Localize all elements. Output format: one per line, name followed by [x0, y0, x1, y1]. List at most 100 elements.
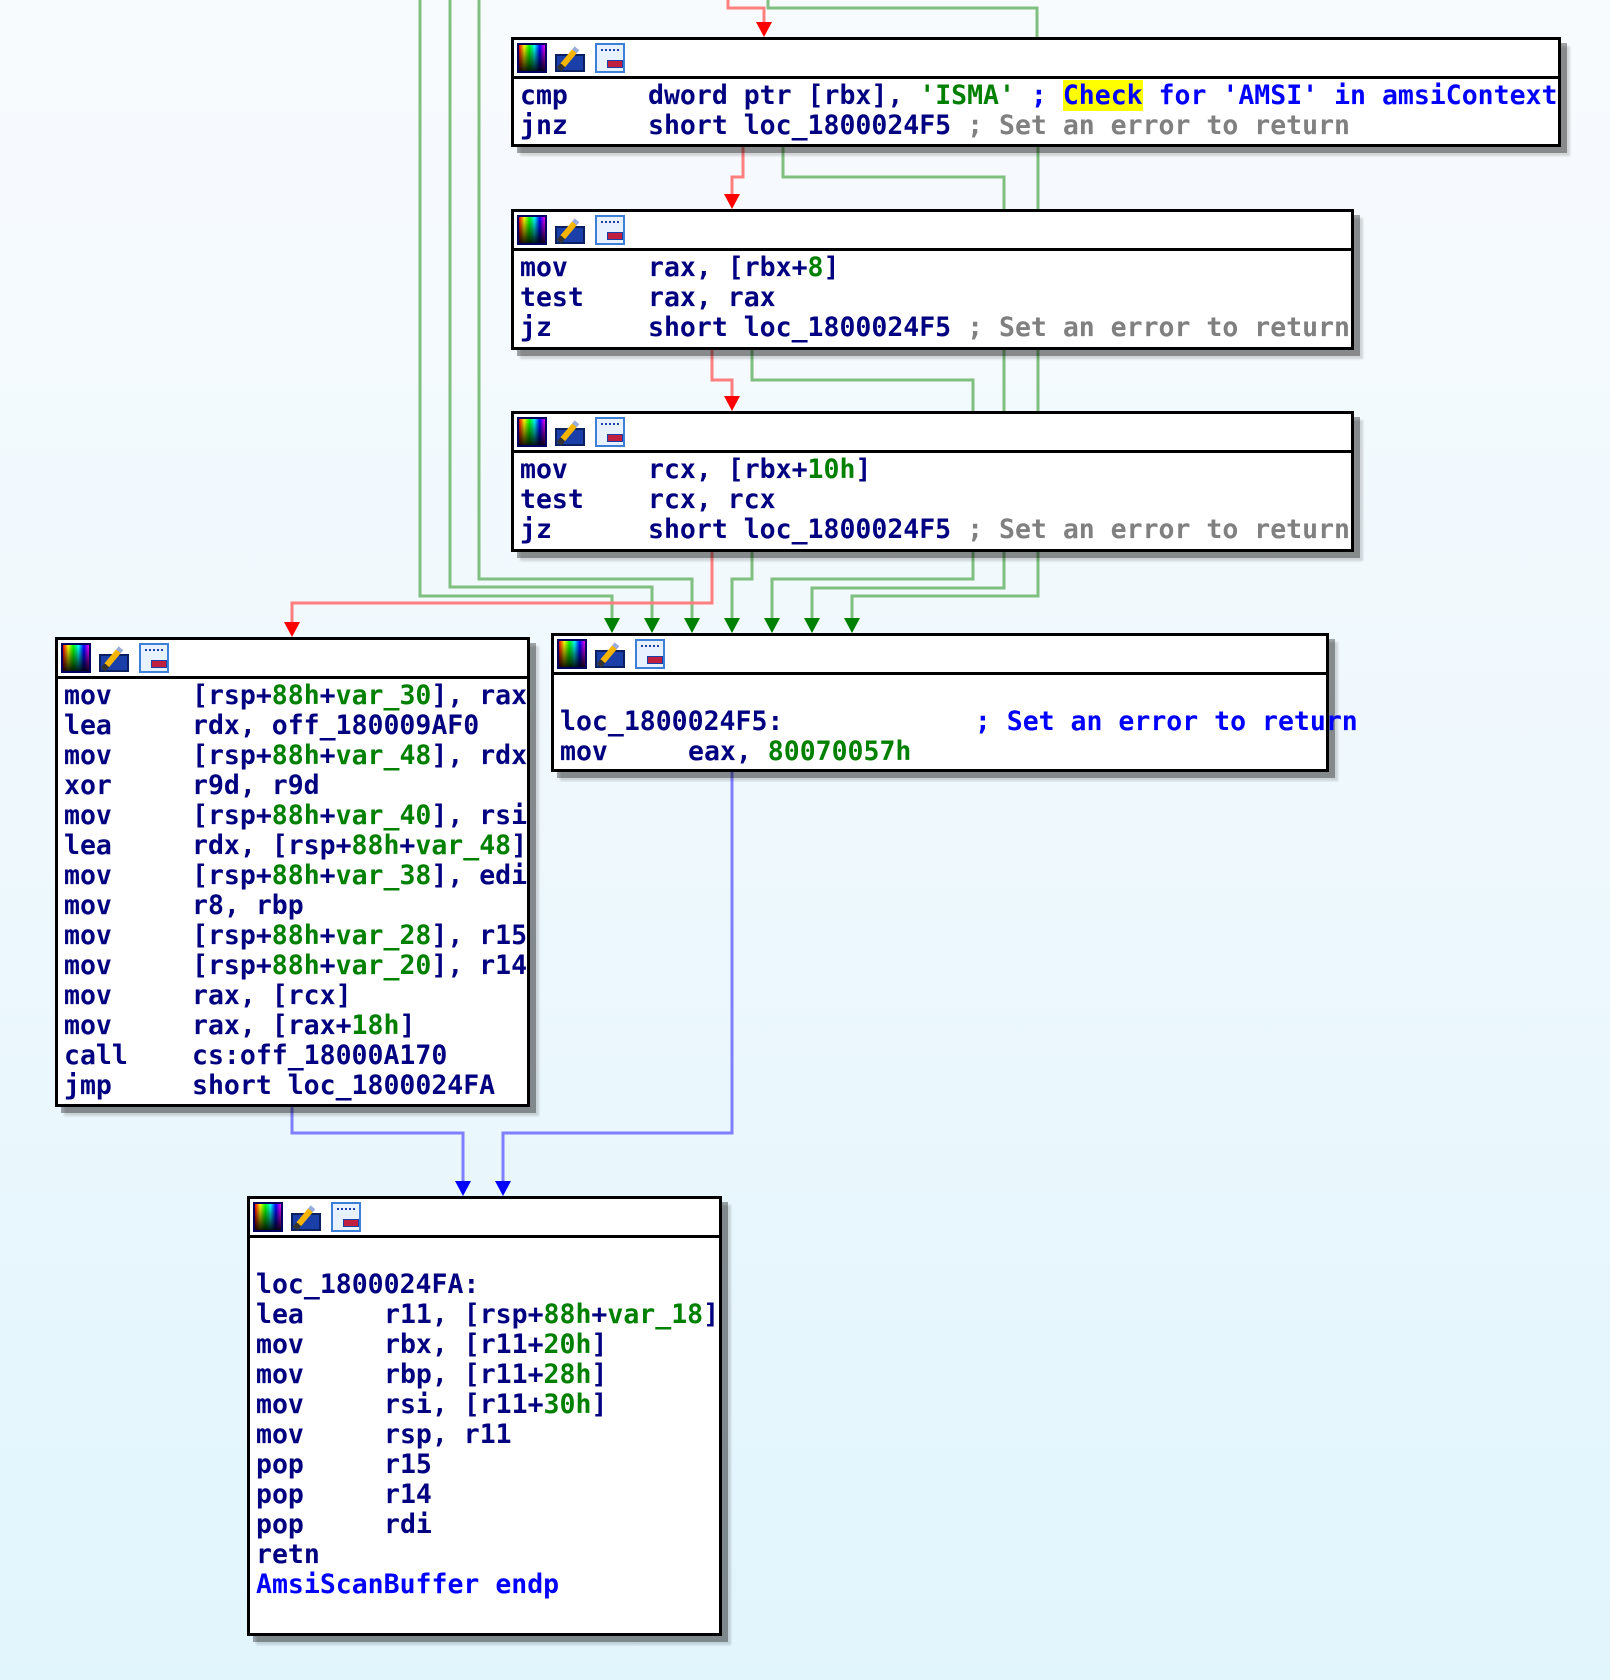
operand[interactable]: short loc_1800024F5 — [648, 312, 952, 343]
comment[interactable]: Check — [1062, 80, 1143, 111]
operand[interactable]: + — [319, 860, 336, 891]
operand[interactable]: r9d, r9d — [192, 770, 320, 801]
color-palette-icon[interactable] — [517, 417, 547, 447]
operand-number[interactable]: var_28 — [335, 920, 432, 951]
operand[interactable]: + — [319, 920, 336, 951]
rename-pencil-icon[interactable] — [291, 1202, 323, 1232]
operand-number[interactable]: 88h — [271, 950, 320, 981]
operand[interactable]: + — [319, 800, 336, 831]
code-line[interactable]: mov[rsp+88h+var_48], rdx — [64, 741, 527, 771]
operand-number[interactable]: 28h — [543, 1359, 592, 1390]
mnemonic[interactable]: retn — [256, 1539, 320, 1570]
operand[interactable]: [rsp+ — [192, 740, 272, 771]
operand[interactable]: ] — [511, 830, 528, 861]
operand[interactable]: ] — [399, 1010, 416, 1041]
mnemonic[interactable]: pop — [256, 1479, 304, 1510]
operand[interactable]: + — [319, 950, 336, 981]
code-line[interactable]: xor r9d, r9d — [64, 771, 527, 801]
operand-string[interactable]: 'ISMA' — [919, 80, 1015, 111]
mnemonic[interactable]: mov — [64, 740, 112, 771]
operand[interactable]: rsp, r11 — [384, 1419, 512, 1450]
mnemonic[interactable]: mov — [64, 860, 112, 891]
mnemonic[interactable]: test — [520, 484, 584, 515]
operand-number[interactable]: 30h — [543, 1389, 592, 1420]
operand[interactable]: short loc_1800024F5 — [648, 514, 952, 545]
operand[interactable]: short loc_1800024FA — [192, 1070, 496, 1101]
operand[interactable]: [rsp+ — [192, 680, 272, 711]
mnemonic[interactable]: mov — [64, 800, 112, 831]
mnemonic[interactable]: mov — [64, 920, 112, 951]
operand-number[interactable]: 88h — [271, 920, 320, 951]
comment[interactable]: ; Set an error to return — [951, 514, 1350, 545]
graph-overview-icon[interactable] — [331, 1202, 361, 1232]
operand[interactable]: ] — [591, 1389, 608, 1420]
operand-number[interactable]: 10h — [807, 454, 856, 485]
operand-number[interactable]: 88h — [351, 830, 400, 861]
code-line[interactable]: pop r14 — [256, 1480, 719, 1510]
code-line[interactable]: retn — [256, 1540, 719, 1570]
operand[interactable]: loc_1800024F5: — [560, 706, 784, 737]
operand[interactable]: + — [319, 740, 336, 771]
operand[interactable]: r11, [rsp+ — [384, 1299, 544, 1330]
operand[interactable]: rax, rax — [648, 282, 776, 313]
operand-number[interactable]: 88h — [271, 800, 320, 831]
operand[interactable]: ], rdx — [431, 740, 528, 771]
color-palette-icon[interactable] — [517, 43, 547, 73]
mnemonic[interactable]: mov — [256, 1329, 304, 1360]
mnemonic[interactable]: pop — [256, 1449, 304, 1480]
operand[interactable]: ] — [855, 454, 872, 485]
mnemonic[interactable]: mov — [520, 252, 568, 283]
mnemonic[interactable]: jz — [520, 514, 552, 545]
operand[interactable]: r14 — [384, 1479, 432, 1510]
operand[interactable]: rax, [rcx] — [192, 980, 352, 1011]
operand[interactable]: ], r14 — [431, 950, 528, 981]
graph-overview-icon[interactable] — [595, 215, 625, 245]
operand-number[interactable]: 88h — [543, 1299, 592, 1330]
operand[interactable]: rdi — [384, 1509, 432, 1540]
operand[interactable]: cs:off_18000A170 — [192, 1040, 448, 1071]
operand-number[interactable]: var_48 — [335, 740, 432, 771]
operand[interactable]: ], rsi — [431, 800, 528, 831]
graph-overview-icon[interactable] — [635, 639, 665, 669]
operand[interactable]: r8, rbp — [192, 890, 304, 921]
rename-pencil-icon[interactable] — [555, 215, 587, 245]
operand[interactable]: ] — [823, 252, 840, 283]
operand-number[interactable]: 20h — [543, 1329, 592, 1360]
operand[interactable]: [rsp+ — [192, 950, 272, 981]
operand[interactable]: [rsp+ — [192, 800, 272, 831]
mnemonic[interactable]: lea — [256, 1299, 304, 1330]
mnemonic[interactable]: mov — [64, 980, 112, 1011]
operand-number[interactable]: var_30 — [335, 680, 432, 711]
operand-number[interactable]: var_48 — [415, 830, 512, 861]
mnemonic[interactable]: mov — [64, 680, 112, 711]
mnemonic[interactable]: mov — [64, 950, 112, 981]
comment[interactable]: ; — [1014, 80, 1063, 111]
graph-overview-icon[interactable] — [595, 417, 625, 447]
operand[interactable]: ], edi — [431, 860, 528, 891]
comment[interactable]: AmsiScanBuffer endp — [256, 1569, 560, 1600]
code-line[interactable]: mov[rsp+88h+var_30], rax — [64, 681, 527, 711]
operand[interactable]: loc_1800024FA: — [256, 1269, 480, 1300]
color-palette-icon[interactable] — [253, 1202, 283, 1232]
comment[interactable]: ; Set an error to return — [951, 312, 1350, 343]
operand-number[interactable]: 18h — [351, 1010, 400, 1041]
mnemonic[interactable]: call — [64, 1040, 128, 1071]
mnemonic[interactable]: xor — [64, 770, 112, 801]
code-line[interactable]: mov rax, [rcx] — [64, 981, 527, 1011]
graph-overview-icon[interactable] — [595, 43, 625, 73]
code-line[interactable]: loc_1800024FA: — [256, 1270, 719, 1300]
